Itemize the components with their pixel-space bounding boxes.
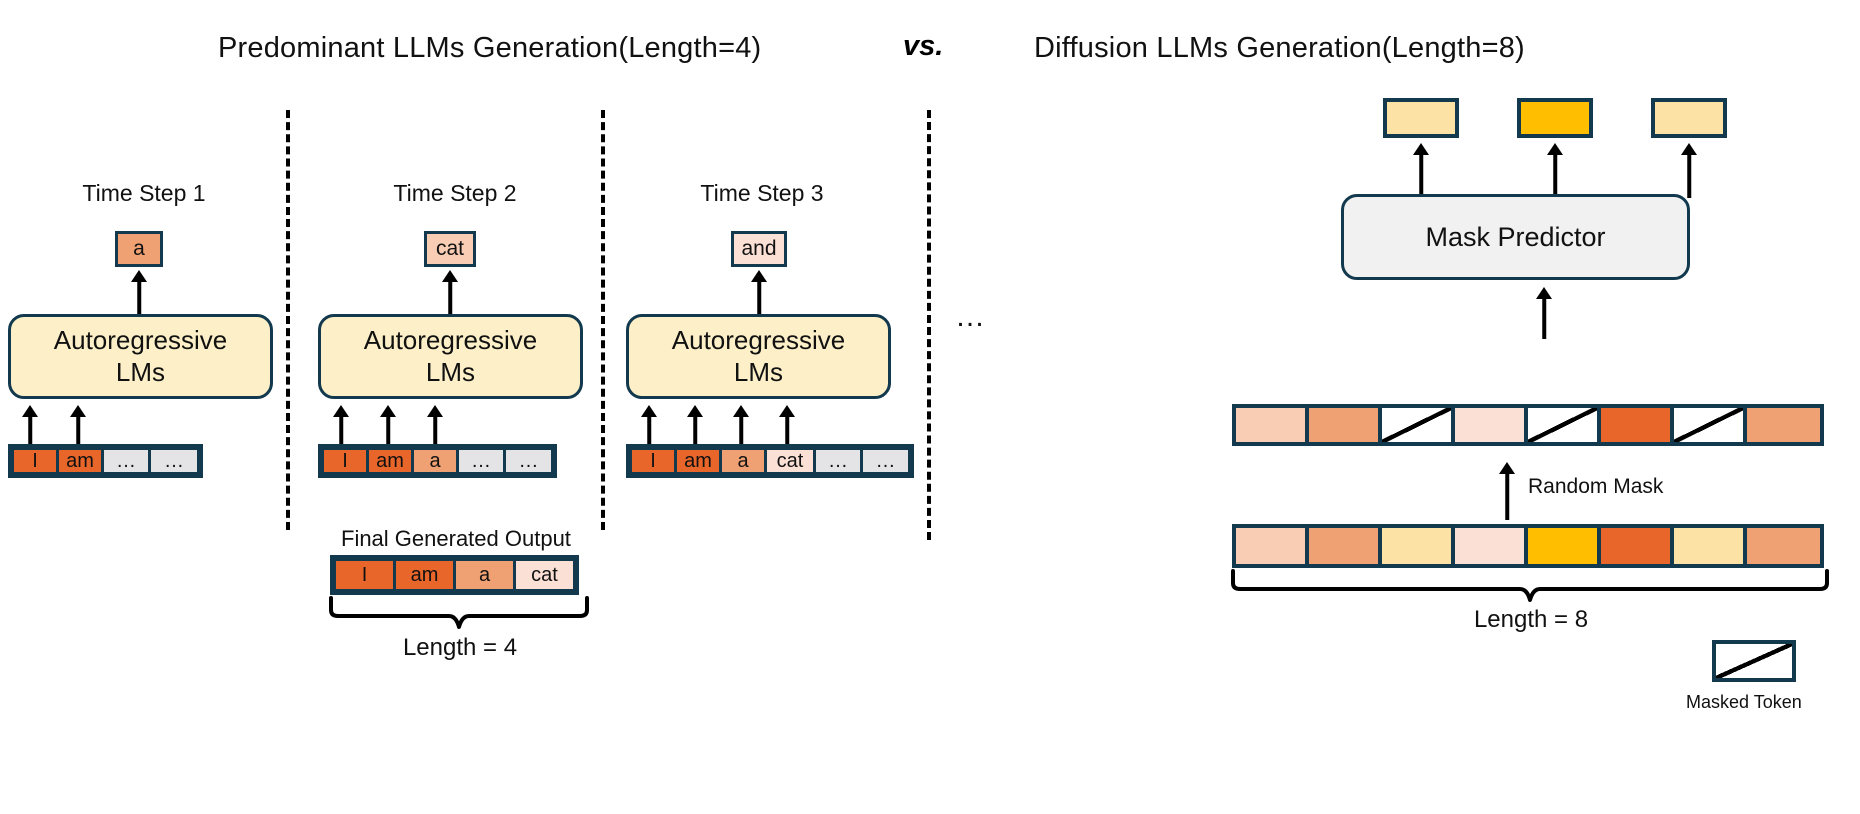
masked-seq-cell-masked xyxy=(1382,408,1455,442)
step-1-block-label-line1: Autoregressive xyxy=(53,325,228,356)
random-mask-label: Random Mask xyxy=(1528,475,1664,498)
masked-seq-cell xyxy=(1455,408,1528,442)
step-3-output-token: and xyxy=(731,231,787,267)
token-cell: cat xyxy=(516,561,573,589)
token-cell: … xyxy=(104,450,148,472)
final-generated-output-label: Final Generated Output xyxy=(341,526,571,551)
token-cell: cat xyxy=(767,450,813,472)
full-sequence-length-label: Length = 8 xyxy=(1473,606,1589,633)
token-cell: I xyxy=(632,450,674,472)
full-seq-cell xyxy=(1601,528,1674,564)
predicted-output-chip-1 xyxy=(1383,98,1459,138)
vs-separator-label: vs. xyxy=(903,30,944,62)
masked-token-sequence-row xyxy=(1232,404,1824,446)
full-seq-cell xyxy=(1382,528,1455,564)
token-label: I xyxy=(32,449,38,472)
token-cell: am xyxy=(59,450,101,472)
masked-token-legend-label: Masked Token xyxy=(1686,692,1802,712)
masked-seq-cell-masked xyxy=(1674,408,1747,442)
token-cell: … xyxy=(863,450,908,472)
token-cell: am xyxy=(369,450,411,472)
token-label: … xyxy=(828,449,848,472)
steps-continuation-ellipsis: … xyxy=(955,300,987,333)
full-seq-cell xyxy=(1747,528,1820,564)
step-3-autoregressive-block: Autoregressive LMs xyxy=(626,314,891,399)
token-cell: … xyxy=(151,450,197,472)
token-label: … xyxy=(116,449,136,472)
full-seq-cell xyxy=(1455,528,1528,564)
masked-seq-cell xyxy=(1236,408,1309,442)
token-label: … xyxy=(164,449,184,472)
mask-predictor-label: Mask Predictor xyxy=(1425,221,1606,252)
token-label: am xyxy=(684,449,712,472)
predicted-output-chip-2 xyxy=(1517,98,1593,138)
token-cell: … xyxy=(506,450,551,472)
token-label: I xyxy=(361,563,368,586)
masked-seq-cell xyxy=(1309,408,1382,442)
token-cell: I xyxy=(14,450,56,472)
final-output-length-label: Length = 4 xyxy=(402,634,518,661)
time-step-3-label: Time Step 3 xyxy=(700,180,824,206)
token-label: I xyxy=(342,449,348,472)
token-cell: a xyxy=(456,561,513,589)
step-3-block-label-line2: LMs xyxy=(733,356,784,387)
full-sequence-brace xyxy=(1231,569,1829,602)
mask-predictor-block: Mask Predictor xyxy=(1341,194,1690,280)
time-step-2-label: Time Step 2 xyxy=(393,180,517,206)
token-label: am xyxy=(66,449,94,472)
time-step-1-label: Time Step 1 xyxy=(82,180,206,206)
step-2-block-label-line2: LMs xyxy=(425,356,476,387)
step-1-input-token-row: I am … … xyxy=(8,444,203,478)
token-label: am xyxy=(376,449,404,472)
token-label: a xyxy=(737,449,749,472)
step-3-output-token-label: and xyxy=(741,237,777,260)
masked-seq-cell-masked xyxy=(1528,408,1601,442)
predicted-output-chip-3 xyxy=(1651,98,1727,138)
step-2-input-token-row: I am a … … xyxy=(318,444,557,478)
token-label: … xyxy=(875,449,896,472)
final-output-brace xyxy=(329,596,589,629)
token-cell: am xyxy=(677,450,719,472)
full-seq-cell xyxy=(1236,528,1309,564)
step-3-input-token-row: I am a cat … … xyxy=(626,444,914,478)
step-1-autoregressive-block: Autoregressive LMs xyxy=(8,314,273,399)
token-cell: a xyxy=(414,450,456,472)
token-cell: I xyxy=(324,450,366,472)
full-seq-cell xyxy=(1528,528,1601,564)
token-cell: … xyxy=(816,450,860,472)
step-1-block-label-line2: LMs xyxy=(115,356,166,387)
token-label: a xyxy=(429,449,441,472)
step-3-block-label-line1: Autoregressive xyxy=(671,325,846,356)
final-generated-output-row: I am a cat xyxy=(330,555,579,595)
full-seq-cell xyxy=(1674,528,1747,564)
token-label: am xyxy=(410,563,439,586)
left-section-title: Predominant LLMs Generation(Length=4) xyxy=(218,32,762,64)
step-1-output-token: a xyxy=(115,231,163,267)
token-label: … xyxy=(471,449,491,472)
full-token-sequence-row xyxy=(1232,524,1824,568)
token-label: cat xyxy=(776,449,804,472)
masked-seq-cell xyxy=(1747,408,1820,442)
divider-step1-step2 xyxy=(286,110,290,530)
token-cell: … xyxy=(459,450,503,472)
step-1-output-token-label: a xyxy=(133,237,145,260)
divider-step2-step3 xyxy=(601,110,605,530)
token-label: cat xyxy=(531,563,558,586)
full-seq-cell xyxy=(1309,528,1382,564)
token-cell: a xyxy=(722,450,764,472)
masked-seq-cell xyxy=(1601,408,1674,442)
token-label: a xyxy=(478,563,491,586)
divider-ar-diffusion xyxy=(927,110,931,540)
token-cell: I xyxy=(336,561,393,589)
right-section-title: Diffusion LLMs Generation(Length=8) xyxy=(1034,32,1525,64)
masked-token-legend-swatch xyxy=(1712,640,1796,682)
step-2-block-label-line1: Autoregressive xyxy=(363,325,538,356)
token-label: I xyxy=(650,449,656,472)
step-2-output-token: cat xyxy=(424,231,476,267)
step-2-autoregressive-block: Autoregressive LMs xyxy=(318,314,583,399)
step-2-output-token-label: cat xyxy=(435,237,464,260)
token-label: … xyxy=(518,449,539,472)
token-cell: am xyxy=(396,561,453,589)
